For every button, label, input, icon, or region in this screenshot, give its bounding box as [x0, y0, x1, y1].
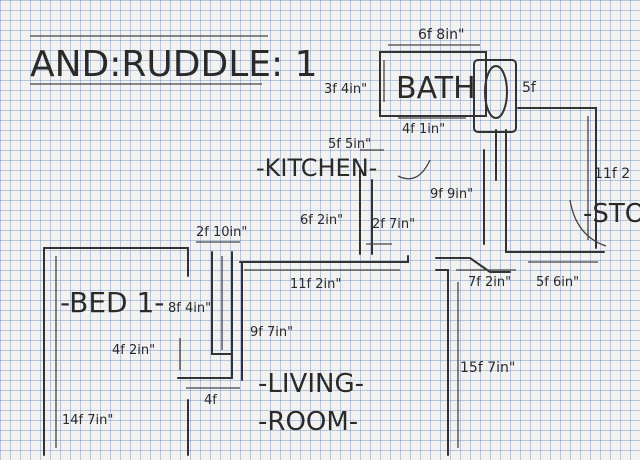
bath-block: BATH 6f 8in" 3f 4in" 4f 1in" 5f — [324, 27, 537, 181]
bed-closet-label: 4f 2in" — [112, 343, 155, 358]
bedroom-top-wall — [43, 247, 189, 277]
living-label-line1: -LIVING- — [258, 369, 364, 399]
storage-height-label: 11f 2 — [594, 166, 630, 182]
corner-b-label: 5f 6in" — [536, 275, 579, 290]
kitchen-block: -KITCHEN- 5f 5in" 6f 2in" 2f 7in" — [256, 137, 431, 255]
hall-block: 11f 2in" — [239, 255, 409, 292]
bedroom-label: -BED 1- — [60, 286, 164, 319]
storage-block: 11f 2 -STO — [517, 107, 640, 249]
storage-label: -STO — [583, 199, 640, 229]
corridor-label: 9f 9in" — [430, 187, 473, 202]
closet-height-label: 8f 4in" — [168, 301, 211, 316]
kitchen-width-label: 5f 5in" — [328, 137, 371, 152]
corridor-wall — [505, 129, 605, 253]
kitchen-stub-label: 6f 2in" — [300, 213, 343, 228]
toilet-label: 5f — [522, 80, 537, 96]
living-right-wall — [435, 269, 449, 456]
corridor-corner — [435, 257, 511, 273]
closet-left-wall — [211, 251, 233, 355]
storage-door-arc — [569, 199, 607, 247]
living-closet-label: 9f 7in" — [250, 325, 293, 340]
living-height-label: 15f 7in" — [460, 360, 515, 376]
corridor-block: 9f 9in" 7f 2in" 5f 6in" — [430, 129, 605, 290]
hall-label: 11f 2in" — [290, 277, 341, 292]
living-label-line2: -ROOM- — [258, 407, 358, 437]
bedroom-block: -BED 1- 2f 10in" 14f 7in" — [43, 225, 247, 456]
tub-outline — [473, 59, 517, 133]
closet-block: 8f 4in" 4f 2in" 9f 7in" 4f — [112, 251, 293, 408]
kitchen-gap-label: 2f 7in" — [372, 217, 415, 232]
bath-inner-label: 4f 1in" — [402, 122, 445, 137]
title-block: AND:RUDDLE: 1 — [30, 35, 318, 85]
bath-label: BATH — [396, 71, 476, 106]
corner-a-label: 7f 2in" — [468, 275, 511, 290]
kitchen-label: -KITCHEN- — [256, 154, 377, 182]
kitchen-door-arc — [397, 159, 431, 180]
living-block: -LIVING- -ROOM- 15f 7in" — [258, 269, 515, 456]
plan-title: AND:RUDDLE: 1 — [30, 44, 318, 85]
hall-wall — [239, 255, 409, 263]
door-top-label: 2f 10in" — [196, 225, 247, 240]
closet-width-label: 4f — [204, 393, 217, 408]
bath-height-label: 3f 4in" — [324, 82, 367, 97]
bedroom-height-label: 14f 7in" — [62, 413, 113, 428]
bath-width-label: 6f 8in" — [418, 27, 464, 43]
toilet-bowl — [484, 65, 508, 119]
storage-wall — [517, 107, 597, 249]
